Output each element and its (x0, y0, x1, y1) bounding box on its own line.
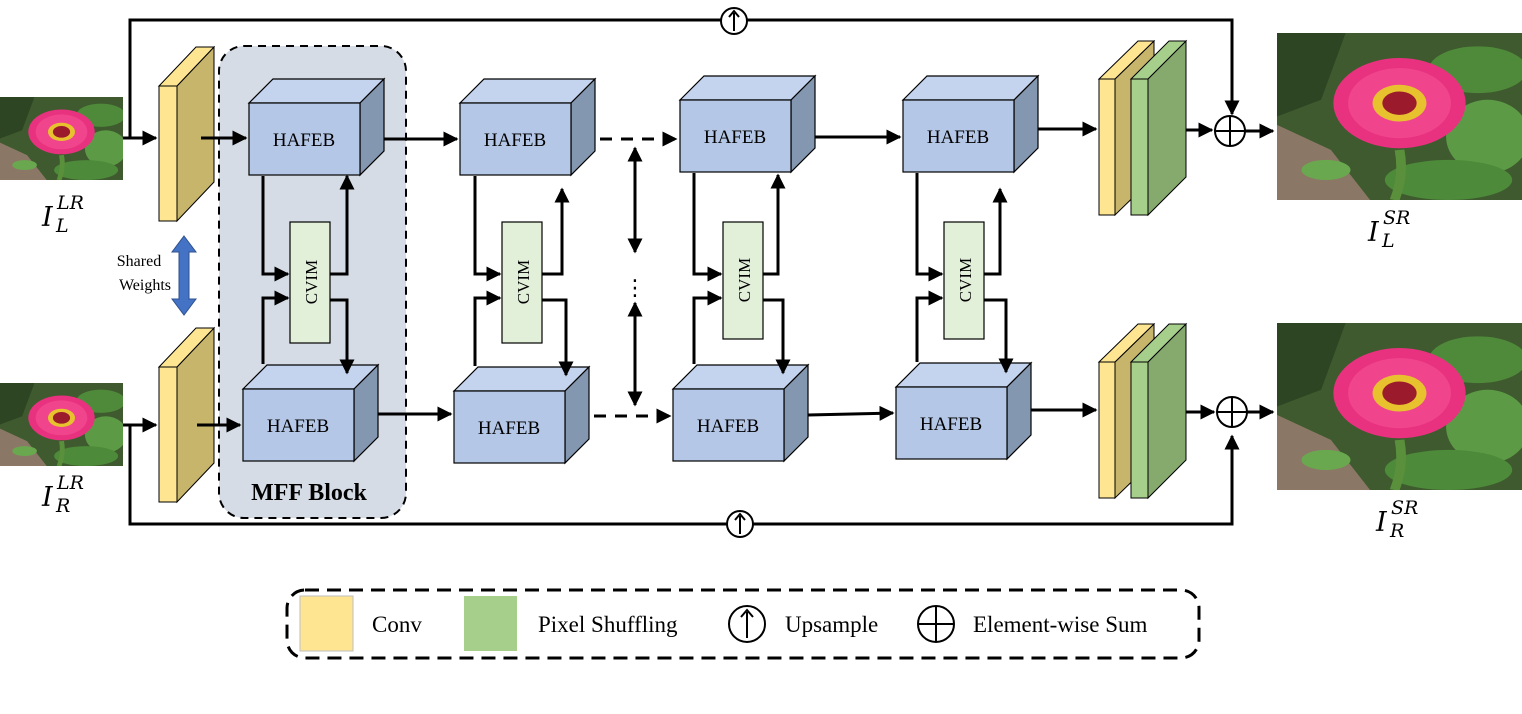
arrow-hafeb-bottom-3-4 (807, 405, 895, 421)
svg-text:HAFEB: HAFEB (927, 127, 989, 148)
input-image-right (0, 383, 127, 466)
cvim-4: CVIM (943, 221, 985, 340)
output-image-right (1277, 323, 1522, 490)
input-label-right: I LR R (41, 472, 84, 517)
hafeb-bottom-4: HAFEB (894, 361, 1033, 461)
svg-text:R: R (1389, 520, 1404, 542)
sum-icon-top (1214, 115, 1246, 147)
upsample-icon-top (720, 7, 748, 35)
svg-text:HAFEB: HAFEB (484, 130, 546, 151)
pixel-shuffle-top (1129, 39, 1188, 217)
output-image-left (1277, 33, 1522, 200)
svg-text:I: I (41, 482, 54, 513)
hafeb-bottom-1: HAFEB (241, 363, 380, 463)
legend-upsample-icon (728, 605, 766, 643)
svg-text:HAFEB: HAFEB (697, 416, 759, 437)
svg-text:LR: LR (56, 472, 84, 494)
hafeb-top-1: HAFEB (247, 77, 386, 177)
svg-text:HAFEB: HAFEB (478, 418, 540, 439)
ellipsis: ⋮ (624, 276, 646, 301)
legend-sum-label: Element-wise Sum (973, 612, 1147, 637)
output-label-left: I SR L (1367, 207, 1410, 252)
hafeb-top-2: HAFEB (458, 77, 597, 177)
legend-upsample-label: Upsample (785, 612, 878, 637)
hafeb-bottom-3: HAFEB (671, 363, 810, 463)
upsample-icon-bottom (726, 510, 754, 538)
conv-layer-input-bottom (157, 326, 216, 504)
svg-text:CVIM: CVIM (956, 258, 975, 302)
shared-weights-label-line2: Weights (119, 277, 171, 294)
hafeb-bottom-2: HAFEB (452, 365, 591, 465)
input-image-left (0, 97, 127, 180)
cvim-connections-1 (261, 174, 355, 375)
cvim-1: CVIM (289, 221, 331, 344)
svg-text:HAFEB: HAFEB (920, 414, 982, 435)
legend-conv-label: Conv (372, 612, 422, 637)
svg-text:CVIM: CVIM (514, 260, 533, 304)
svg-text:HAFEB: HAFEB (267, 416, 329, 437)
svg-text:SR: SR (1383, 207, 1410, 229)
hafeb-top-4: HAFEB (901, 74, 1040, 174)
cvim-connections-3 (692, 173, 791, 375)
pixel-shuffle-bottom (1129, 322, 1188, 500)
legend-sum-icon (917, 605, 955, 643)
output-label-right: I SR R (1375, 497, 1418, 542)
input-label-left: I LR L (41, 192, 84, 237)
svg-text:HAFEB: HAFEB (704, 127, 766, 148)
svg-text:L: L (1381, 230, 1395, 252)
shared-weights-label-line1: Shared (117, 253, 161, 270)
svg-text:R: R (55, 495, 70, 517)
legend-pixel-shuffle-label: Pixel Shuffling (538, 612, 678, 637)
svg-text:SR: SR (1391, 497, 1418, 519)
bottom-skip-connection (123, 423, 1240, 526)
hafeb-top-3: HAFEB (678, 74, 817, 174)
legend-pixel-shuffle-swatch (464, 596, 517, 651)
svg-text:CVIM: CVIM (735, 258, 754, 302)
cvim-connections-2 (473, 176, 574, 377)
legend: Conv Pixel Shuffling Upsample Element-wi… (285, 588, 1201, 660)
conv-layer-input-top (157, 45, 216, 223)
sum-icon-bottom (1216, 396, 1248, 428)
mff-block-label: MFF Block (251, 480, 367, 506)
svg-text:LR: LR (56, 192, 84, 214)
svg-text:I: I (1375, 507, 1388, 538)
svg-text:HAFEB: HAFEB (273, 130, 335, 151)
cvim-connections-4 (915, 173, 1014, 374)
svg-text:I: I (1367, 217, 1380, 248)
cvim-2: CVIM (501, 221, 543, 344)
cvim-3: CVIM (722, 221, 764, 340)
svg-text:I: I (41, 202, 54, 233)
svg-text:L: L (55, 215, 69, 237)
legend-conv-swatch (299, 595, 354, 652)
shared-weights-arrow (171, 235, 197, 316)
top-skip-connection (123, 18, 1240, 140)
svg-text:CVIM: CVIM (302, 260, 321, 304)
